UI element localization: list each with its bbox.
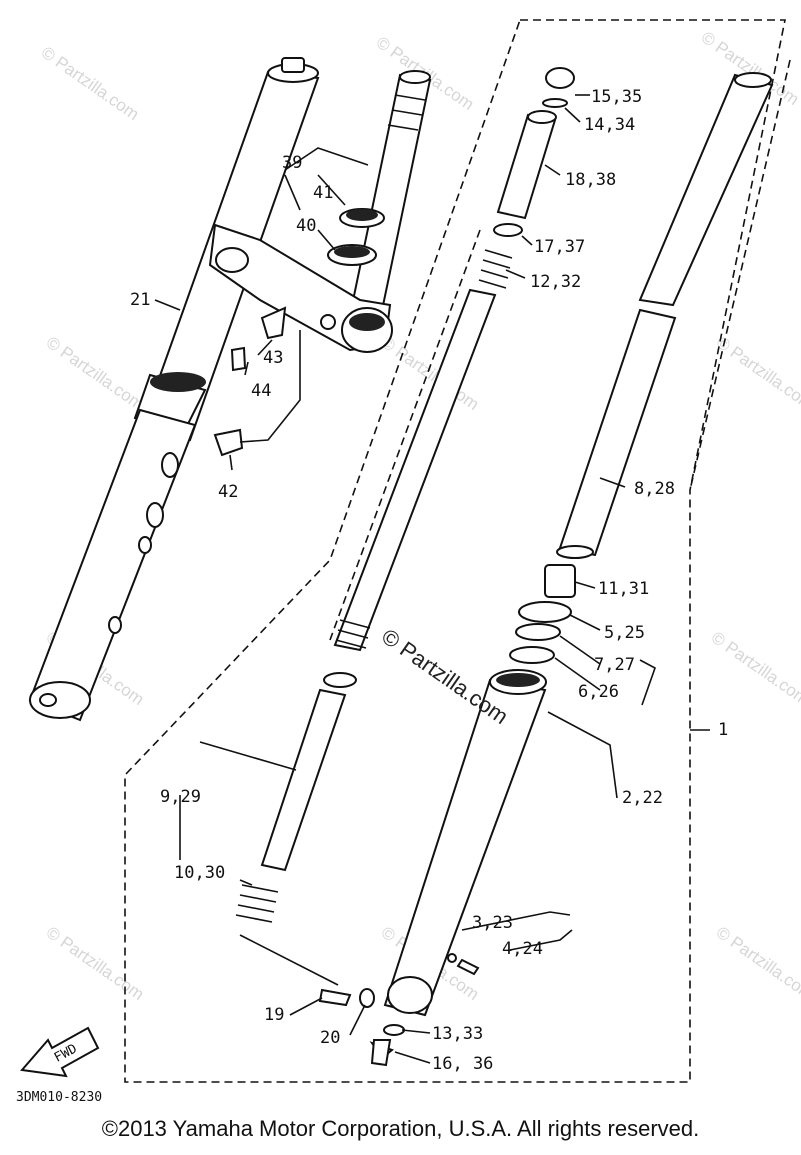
callout-13-33: 13,33 [432,1024,483,1044]
callout-40: 40 [296,216,316,236]
callout-labels: 15,35 14,34 18,38 17,37 12,32 39 41 40 2… [130,87,728,1074]
callout-44: 44 [251,381,271,401]
callout-42: 42 [218,482,238,502]
callout-6-26: 6,26 [578,682,619,702]
watermark: © Partzilla.com [38,43,143,124]
callout-18-38: 18,38 [565,170,616,190]
callout-7-27: 7,27 [594,655,635,675]
callout-9-29: 9,29 [160,787,201,807]
watermark: © Partzilla.com [708,628,801,709]
watermark: © Partzilla.com [713,333,801,414]
steering-stem-assembly [208,70,432,457]
watermark: © Partzilla.com [713,923,801,1004]
callout-8-28: 8,28 [634,479,675,499]
assembly-boundary [124,19,786,1083]
callout-15-35: 15,35 [591,87,642,107]
copyright-notice: ©2013 Yamaha Motor Corporation, U.S.A. A… [101,1116,700,1141]
callout-12-32: 12,32 [530,272,581,292]
callout-20: 20 [320,1028,340,1048]
callout-4-24: 4,24 [502,939,543,959]
fork-centerline [689,59,791,491]
left-fork-assembly [28,57,320,722]
callout-41: 41 [313,183,333,203]
fork-centerline [329,229,481,641]
callout-1: 1 [718,720,728,740]
forward-arrow-icon: FWD [20,1026,100,1078]
callout-39: 39 [282,153,302,173]
outer-tube-assembly [318,72,774,1067]
watermark: © Partzilla.com [43,333,148,414]
reference-code: 3DM010-8230 [16,1090,102,1105]
watermark: © Partzilla.com [43,923,148,1004]
callout-11-31: 11,31 [598,579,649,599]
callout-5-25: 5,25 [604,623,645,643]
leader-lines [154,94,710,1064]
damper-rod-assembly [235,67,575,923]
callout-43: 43 [263,348,283,368]
callout-14-34: 14,34 [584,115,635,135]
callout-3-23: 3,23 [472,913,513,933]
callout-2-22: 2,22 [622,788,663,808]
callout-19: 19 [264,1005,284,1025]
callout-16-36: 16, 36 [432,1054,493,1074]
callout-10-30: 10,30 [174,863,225,883]
callout-17-37: 17,37 [534,237,585,257]
callout-21: 21 [130,290,150,310]
